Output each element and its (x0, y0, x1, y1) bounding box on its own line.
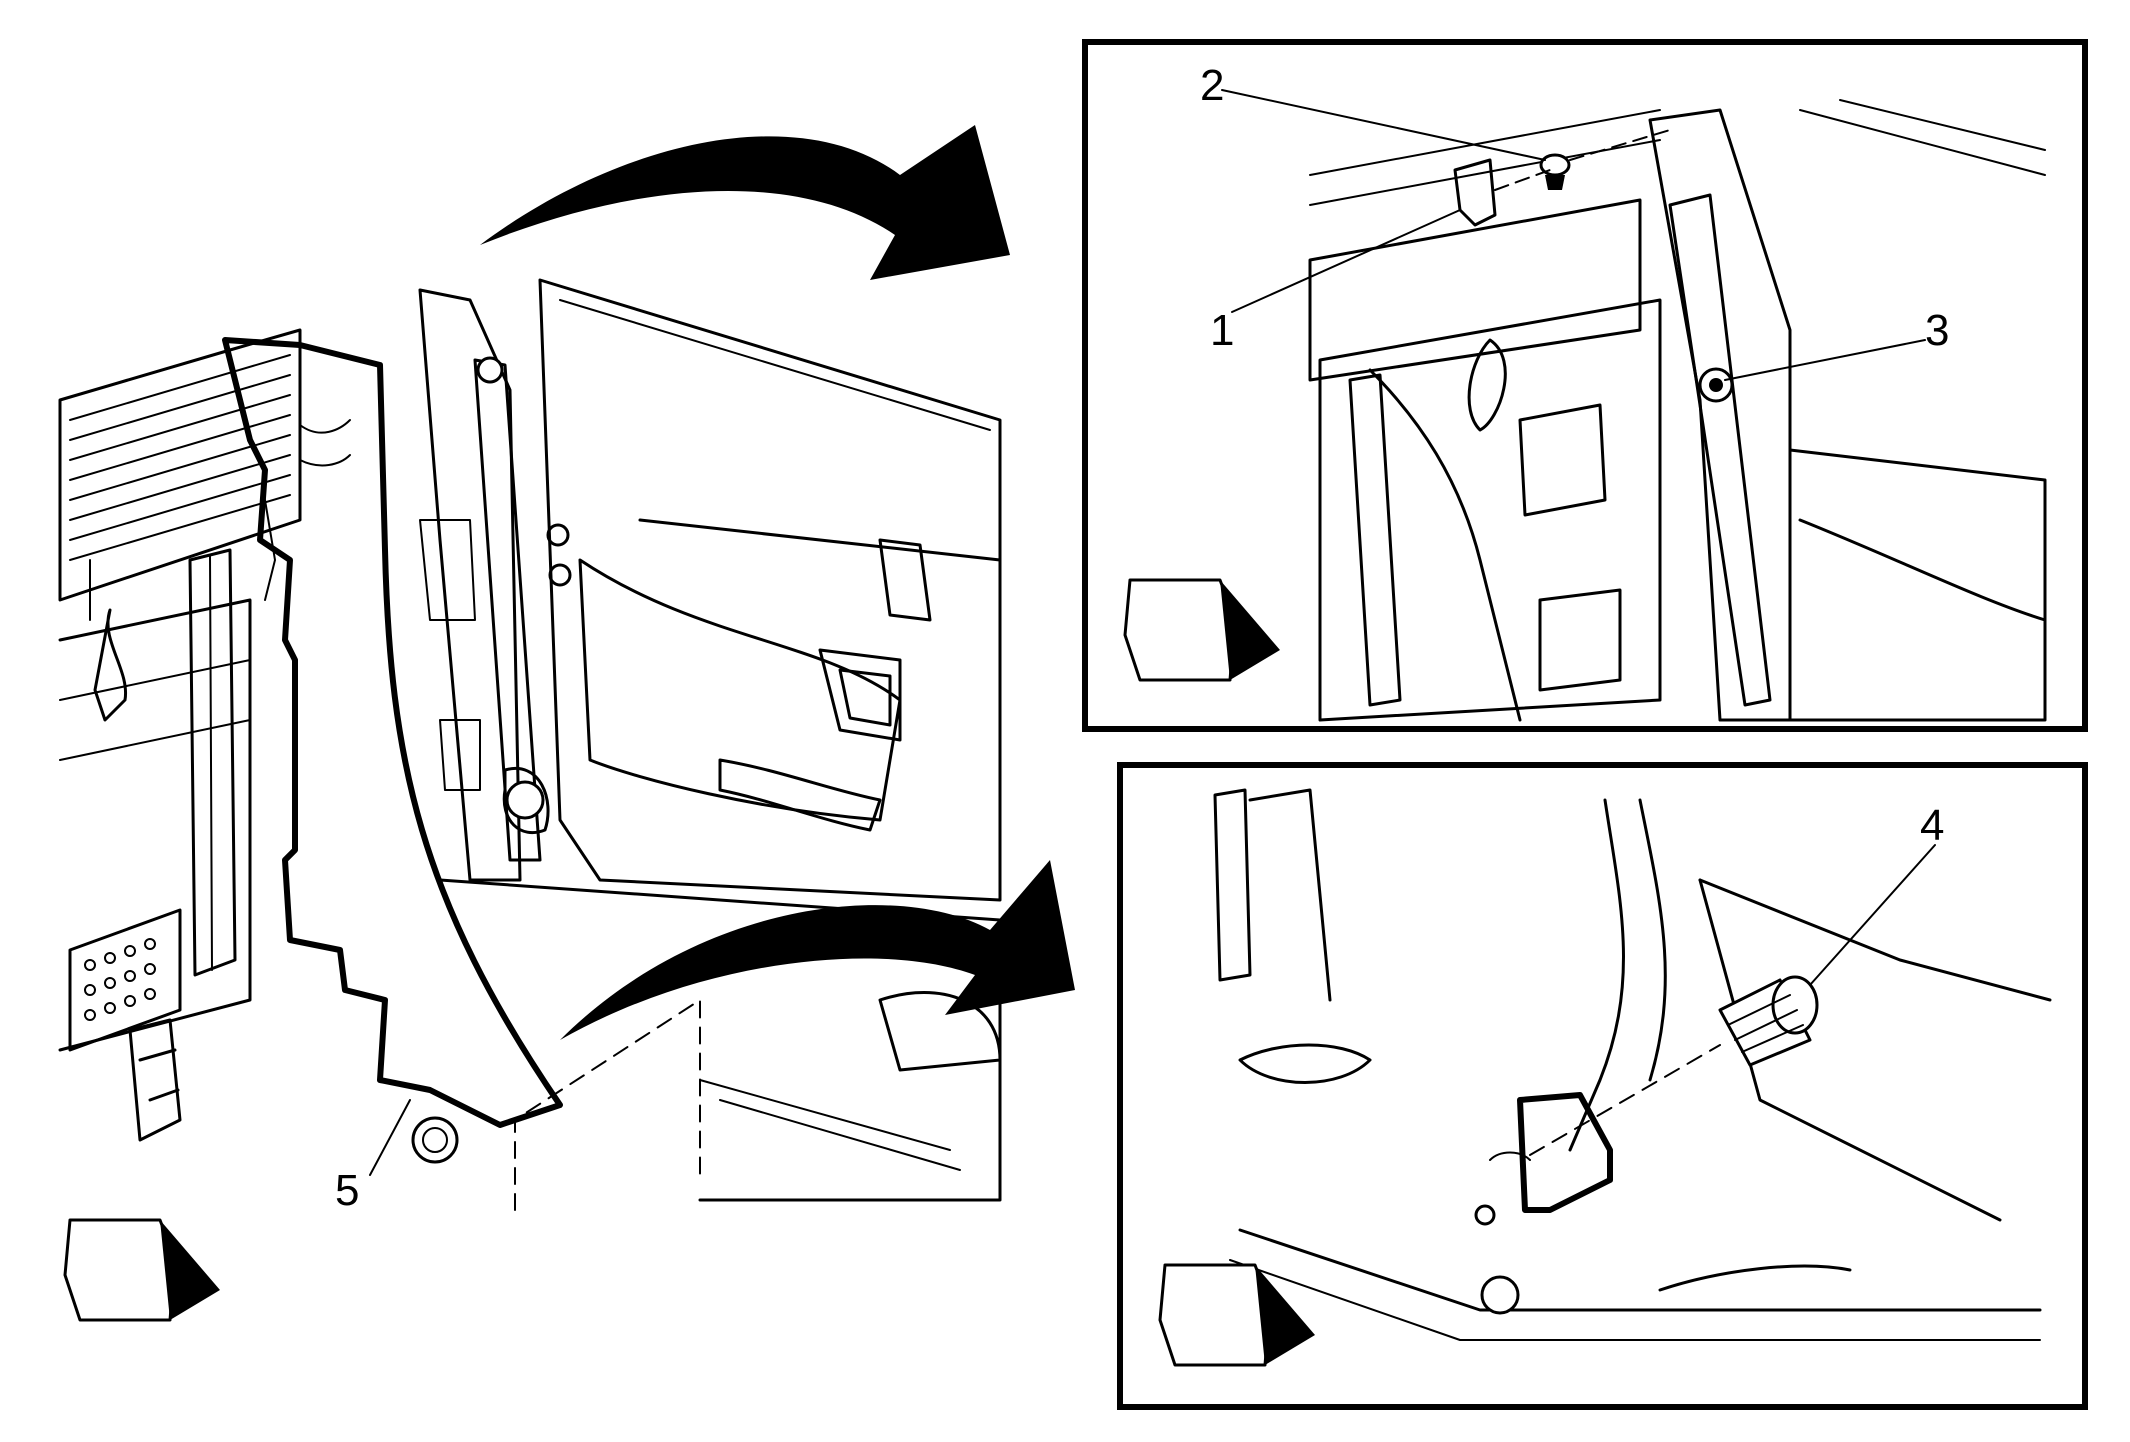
callout-5: 5 (335, 1166, 359, 1215)
main-view: 5 (58, 125, 1075, 1322)
pillar-trim-panel (222, 337, 563, 1128)
view-direction-arrow-lower (1158, 1263, 1315, 1367)
detail-lower-frame (1117, 762, 2088, 1410)
view-direction-arrow (63, 1218, 220, 1322)
callout-4: 4 (1920, 801, 1944, 850)
detail-lower: 4 (1117, 762, 2088, 1410)
front-door (538, 278, 1002, 902)
rear-seat-back (58, 548, 252, 1142)
view-direction-arrow-upper (1123, 578, 1280, 682)
callout-4-leader (1809, 844, 1936, 986)
seat-belt-anchor (1489, 1092, 1613, 1213)
assist-handle-bezel (1453, 158, 1497, 227)
rotation-arrow-upper (480, 125, 1010, 280)
alignment-leader (514, 999, 701, 1211)
callout-1-leader (1231, 209, 1461, 313)
callout-2-leader (1221, 89, 1546, 161)
detail-upper-frame (1082, 39, 2088, 732)
callout-1: 1 (1210, 306, 1234, 355)
callout-2: 2 (1200, 61, 1224, 110)
perforation-pattern (84, 938, 156, 1021)
callout-3-leader (1724, 339, 1926, 381)
rotation-arrow-lower (560, 860, 1075, 1040)
detail-upper: 2 1 3 (1082, 39, 2088, 732)
callout-3: 3 (1925, 306, 1949, 355)
anchor-bolt (1718, 975, 1819, 1067)
b-pillar (418, 288, 572, 882)
callout-5-leader (369, 1099, 411, 1176)
